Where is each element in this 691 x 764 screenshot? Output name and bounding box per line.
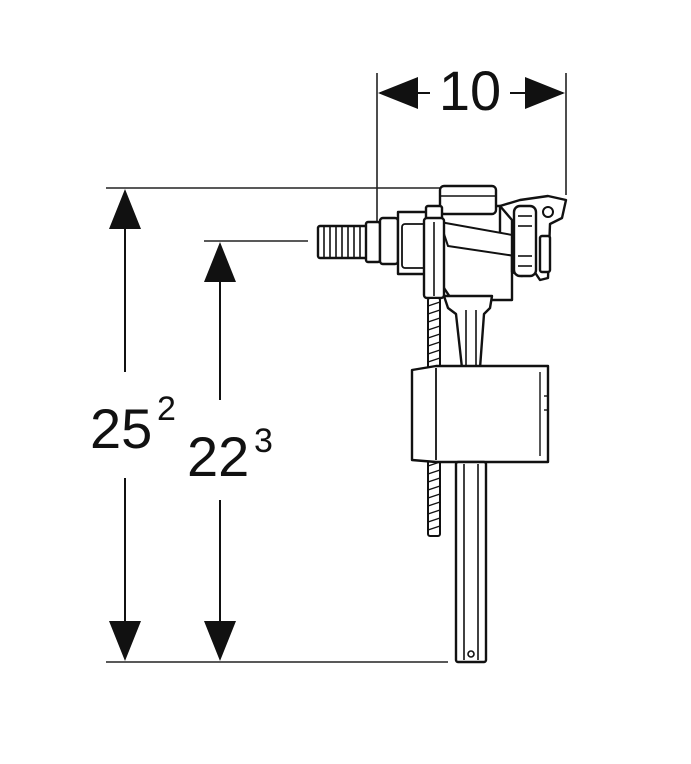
total-height-label: 25 [90, 397, 152, 460]
stem-tube [454, 460, 488, 664]
inlet-height-label-sup: 3 [254, 422, 273, 460]
total-height-dimension: 25 2 [90, 187, 448, 663]
inlet-height-arrow-top [204, 242, 236, 282]
lever-bracket [498, 194, 568, 282]
inlet-height-arrow-bottom [204, 621, 236, 661]
valve-neck [442, 294, 494, 370]
inlet-height-dimension: 22 3 [187, 240, 308, 661]
total-height-label-sup: 2 [157, 390, 176, 428]
width-label: 10 [439, 59, 501, 122]
float-cup [410, 364, 550, 464]
width-dimension: 10 [376, 59, 567, 232]
rod-guide [422, 204, 446, 300]
fill-valve [316, 184, 568, 664]
total-height-arrow-bottom [109, 621, 141, 661]
threaded-inlet [316, 216, 400, 266]
inlet-height-label: 22 [187, 425, 249, 488]
width-arrow-right [525, 77, 565, 109]
total-height-arrow-top [109, 189, 141, 229]
width-arrow-left [378, 77, 418, 109]
